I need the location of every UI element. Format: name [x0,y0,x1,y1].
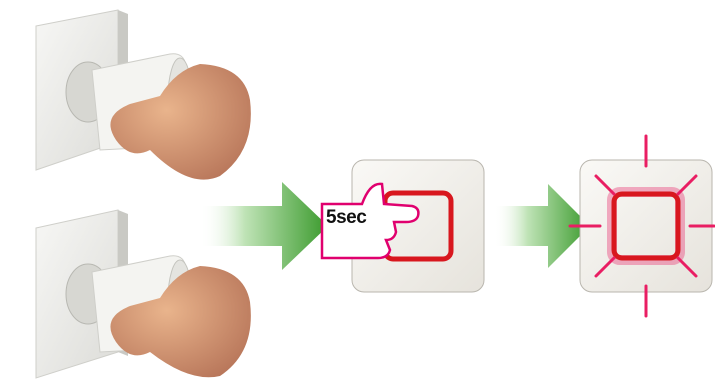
arrow-right-icon [200,182,328,270]
press-duration-label: 5sec [326,208,366,227]
socket-illustration-top [36,10,251,180]
led-blinking-panel [570,136,714,316]
